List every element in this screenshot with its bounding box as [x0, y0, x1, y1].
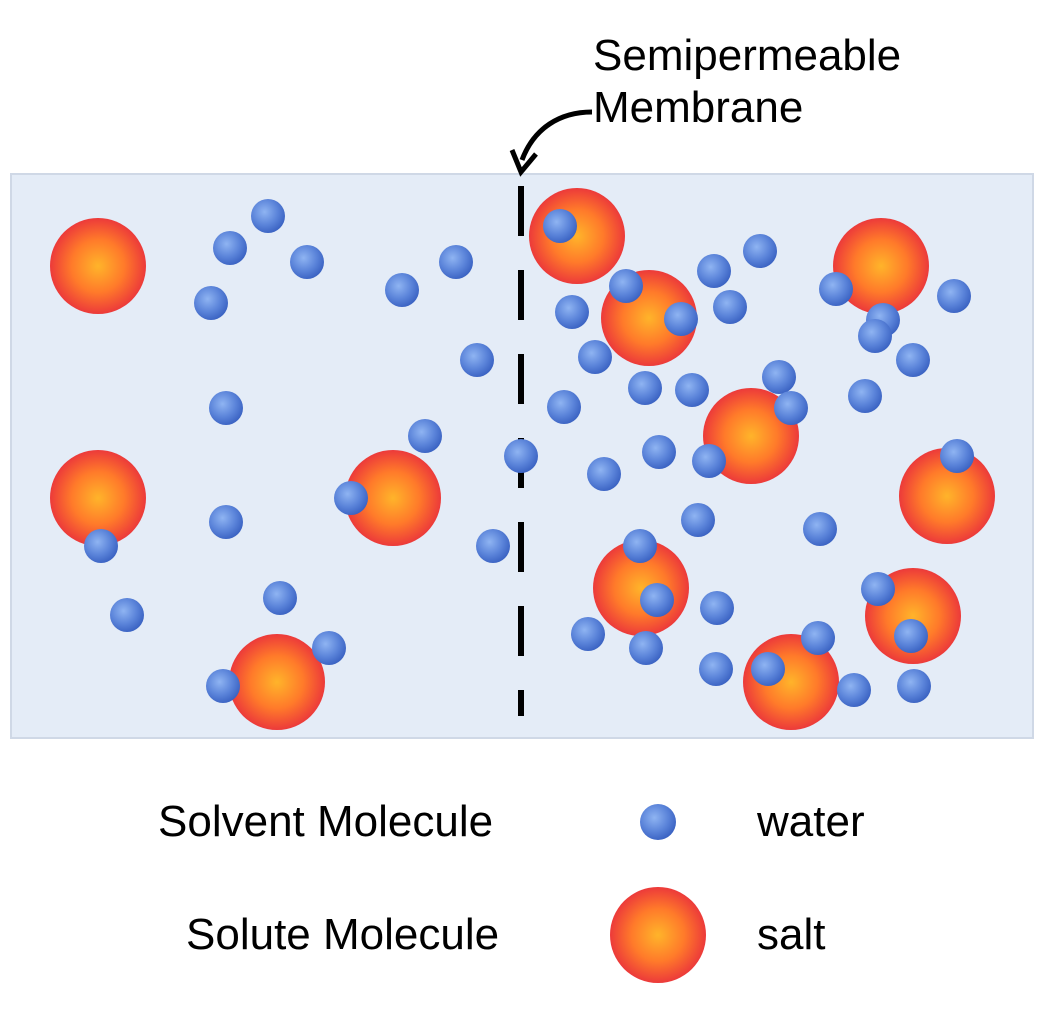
water-molecule	[675, 373, 709, 407]
water-molecule	[84, 529, 118, 563]
water-molecule	[774, 391, 808, 425]
water-molecule	[312, 631, 346, 665]
water-molecule	[476, 529, 510, 563]
water-molecule	[209, 391, 243, 425]
water-molecule	[819, 272, 853, 306]
water-molecule	[803, 512, 837, 546]
water-molecule	[837, 673, 871, 707]
water-molecule	[699, 652, 733, 686]
water-molecule	[587, 457, 621, 491]
water-molecule	[642, 435, 676, 469]
water-molecule	[692, 444, 726, 478]
water-molecule	[713, 290, 747, 324]
water-molecule	[700, 591, 734, 625]
water-molecule	[937, 279, 971, 313]
water-molecule	[578, 340, 612, 374]
salt-molecule	[345, 450, 441, 546]
salt-molecule	[50, 450, 146, 546]
water-molecule	[681, 503, 715, 537]
water-molecule	[697, 254, 731, 288]
water-molecule	[251, 199, 285, 233]
water-molecule	[640, 583, 674, 617]
water-molecule	[555, 295, 589, 329]
salt-molecule	[833, 218, 929, 314]
salt-molecule	[529, 188, 625, 284]
water-molecule	[504, 439, 538, 473]
membrane-label-line1: Semipermeable	[593, 31, 902, 80]
water-molecule	[848, 379, 882, 413]
legend-salt-name: salt	[757, 910, 826, 959]
membrane-label: Semipermeable Membrane	[593, 30, 901, 134]
water-molecule	[897, 669, 931, 703]
water-molecule	[408, 419, 442, 453]
water-molecule	[206, 669, 240, 703]
membrane-label-line2: Membrane	[593, 83, 804, 132]
water-molecule	[209, 505, 243, 539]
water-molecule	[460, 343, 494, 377]
water-molecule	[571, 617, 605, 651]
water-molecule	[861, 572, 895, 606]
water-molecule	[543, 209, 577, 243]
legend-water-name: water	[757, 797, 865, 846]
water-molecule	[940, 439, 974, 473]
water-molecule	[629, 631, 663, 665]
legend-solute-label: Solute Molecule	[186, 910, 500, 959]
water-molecule	[263, 581, 297, 615]
water-molecule	[609, 269, 643, 303]
water-molecule	[858, 319, 892, 353]
water-molecule	[894, 619, 928, 653]
water-molecule	[547, 390, 581, 424]
legend-salt-icon	[610, 887, 706, 983]
water-molecule	[213, 231, 247, 265]
water-molecule	[334, 481, 368, 515]
water-molecule	[194, 286, 228, 320]
water-molecule	[623, 529, 657, 563]
membrane-pointer-arrow	[509, 109, 593, 177]
salt-molecule	[50, 218, 146, 314]
water-molecule	[290, 245, 324, 279]
water-molecule	[743, 234, 777, 268]
salt-molecule	[899, 448, 995, 544]
salt-molecule	[229, 634, 325, 730]
water-molecule	[110, 598, 144, 632]
legend-water-icon	[640, 804, 676, 840]
water-molecule	[751, 652, 785, 686]
water-molecules	[84, 199, 974, 707]
water-molecule	[628, 371, 662, 405]
water-molecule	[896, 343, 930, 377]
legend-solvent-label: Solvent Molecule	[158, 797, 494, 846]
water-molecule	[385, 273, 419, 307]
water-molecule	[439, 245, 473, 279]
water-molecule	[801, 621, 835, 655]
water-molecule	[762, 360, 796, 394]
water-molecule	[664, 302, 698, 336]
